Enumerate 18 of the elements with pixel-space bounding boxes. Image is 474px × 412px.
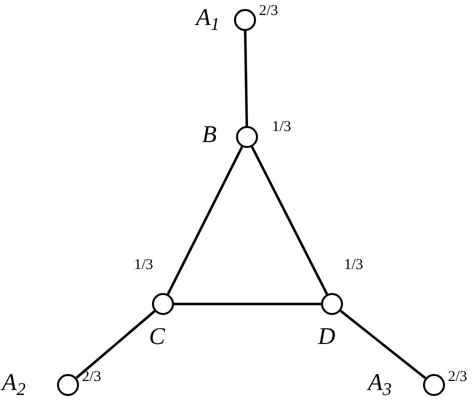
vertex-label: B [202, 123, 217, 147]
connector-line [340, 310, 426, 380]
weight-label: 1/3 [272, 120, 292, 135]
connector-line [250, 146, 328, 295]
weight-label: 2/3 [82, 370, 102, 385]
vertex-label: A$_{1}$ [196, 6, 220, 30]
weight-label: 2/3 [448, 370, 468, 385]
vertex-label: A$_{2}$ [2, 371, 26, 395]
vertex-label: D [318, 325, 336, 349]
weight-label: 1/3 [344, 258, 364, 273]
connector-line [76, 310, 156, 379]
connector-line [174, 302, 321, 306]
vertex-label: A$_{3}$ [368, 371, 392, 395]
weight-label: 1/3 [134, 258, 154, 273]
connector-line [166, 146, 244, 295]
connector-line [244, 30, 248, 126]
weight-label: 2/3 [259, 4, 278, 19]
vertex-label: C [149, 325, 166, 349]
